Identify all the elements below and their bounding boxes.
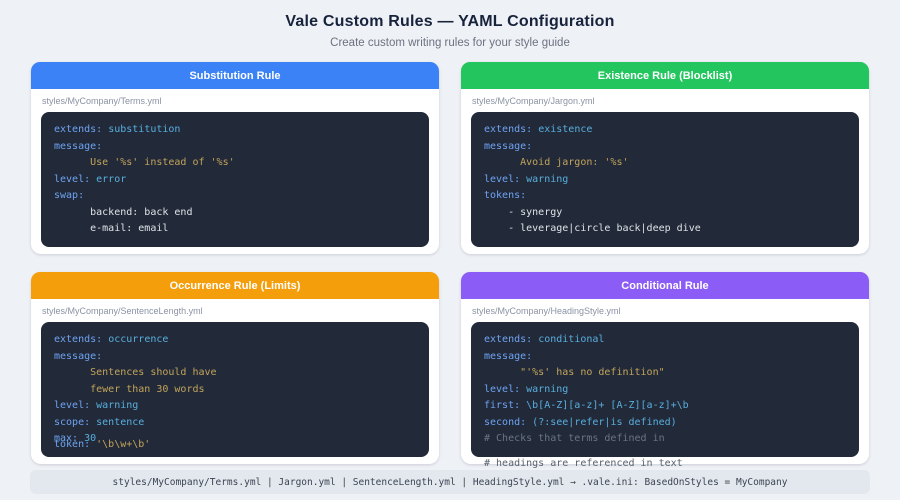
code-line: # Checks that terms defined in — [484, 433, 665, 444]
code-line: level: warning — [54, 400, 139, 411]
code-line: level: error — [54, 173, 127, 185]
footer-bar: styles/MyCompany/Terms.yml | Jargon.yml … — [30, 470, 870, 494]
code-block: extends: existence message: Avoid jargon:… — [471, 112, 859, 247]
card-header: Occurrence Rule (Limits) — [31, 272, 439, 299]
code-line: backend: back end — [54, 206, 193, 218]
code-line: scope: sentence — [54, 416, 145, 428]
footer-text: styles/MyCompany/Terms.yml | Jargon.yml … — [112, 476, 788, 488]
code-line: message: — [484, 140, 533, 152]
code-block: extends: conditional message: "'%s' has n… — [471, 322, 859, 457]
code-line: - synergy — [484, 206, 563, 218]
code-line: fewer than 30 words — [54, 383, 205, 395]
code-line: message: — [54, 140, 103, 152]
code-line: extends: conditional — [484, 334, 605, 345]
code-line: swap: — [54, 190, 85, 201]
code-line: message: — [54, 350, 103, 362]
cards-grid: Substitution Rule styles/MyCompany/Terms… — [0, 49, 900, 469]
rule-card-existence-rule: Existence Rule (Blocklist) styles/MyComp… — [461, 62, 869, 254]
code-line: Sentences should have — [54, 367, 217, 378]
code-line: token: '\b\w+\b' — [54, 438, 151, 450]
code-line: "'%s' has no definition" — [484, 367, 665, 378]
rule-card-conditional-rule: Conditional Rule styles/MyCompany/Headin… — [461, 272, 869, 469]
code-line: first: \b[A-Z][a-z]+ [A-Z][a-z]+\b — [484, 400, 689, 411]
card-header: Existence Rule (Blocklist) — [461, 62, 869, 89]
page-title: Vale Custom Rules — YAML Configuration — [285, 13, 615, 30]
code-block: extends: substitution message: Use '%s' i… — [41, 112, 429, 247]
code-line: extends: substitution — [54, 124, 181, 135]
code-line: extends: existence — [484, 124, 593, 135]
code-line: level: warning — [484, 173, 569, 185]
code-line: - leverage|circle back|deep dive — [484, 223, 701, 234]
code-line: e-mail: email — [54, 223, 169, 234]
code-line: extends: occurrence — [54, 334, 169, 345]
code-line: tokens: — [484, 190, 527, 201]
file-path: styles/MyCompany/Terms.yml — [42, 96, 162, 106]
code-line: level: warning — [484, 383, 569, 395]
code-line: max: 30 — [54, 433, 97, 444]
code-line: second: (?:see|refer|is defined) — [484, 416, 677, 428]
rule-card-substitution-rule: Substitution Rule styles/MyCompany/Terms… — [31, 62, 439, 254]
page-subtitle: Create custom writing rules for your sty… — [330, 37, 570, 49]
code-line: Use '%s' instead of '%s' — [54, 157, 235, 168]
file-path: styles/MyCompany/Jargon.yml — [472, 96, 595, 106]
card-header: Conditional Rule — [461, 272, 869, 299]
code-line: message: — [484, 350, 533, 362]
code-overflow-text: # headings are referenced in text — [484, 458, 683, 469]
file-path: styles/MyCompany/SentenceLength.yml — [42, 306, 203, 316]
card-header: Substitution Rule — [31, 62, 439, 89]
code-line: Avoid jargon: '%s' — [484, 157, 629, 168]
rule-card-occurrence-rule: Occurrence Rule (Limits) styles/MyCompan… — [31, 272, 439, 464]
code-block: extends: occurrence message: Sentences sh… — [41, 322, 429, 457]
file-path: styles/MyCompany/HeadingStyle.yml — [472, 306, 621, 316]
